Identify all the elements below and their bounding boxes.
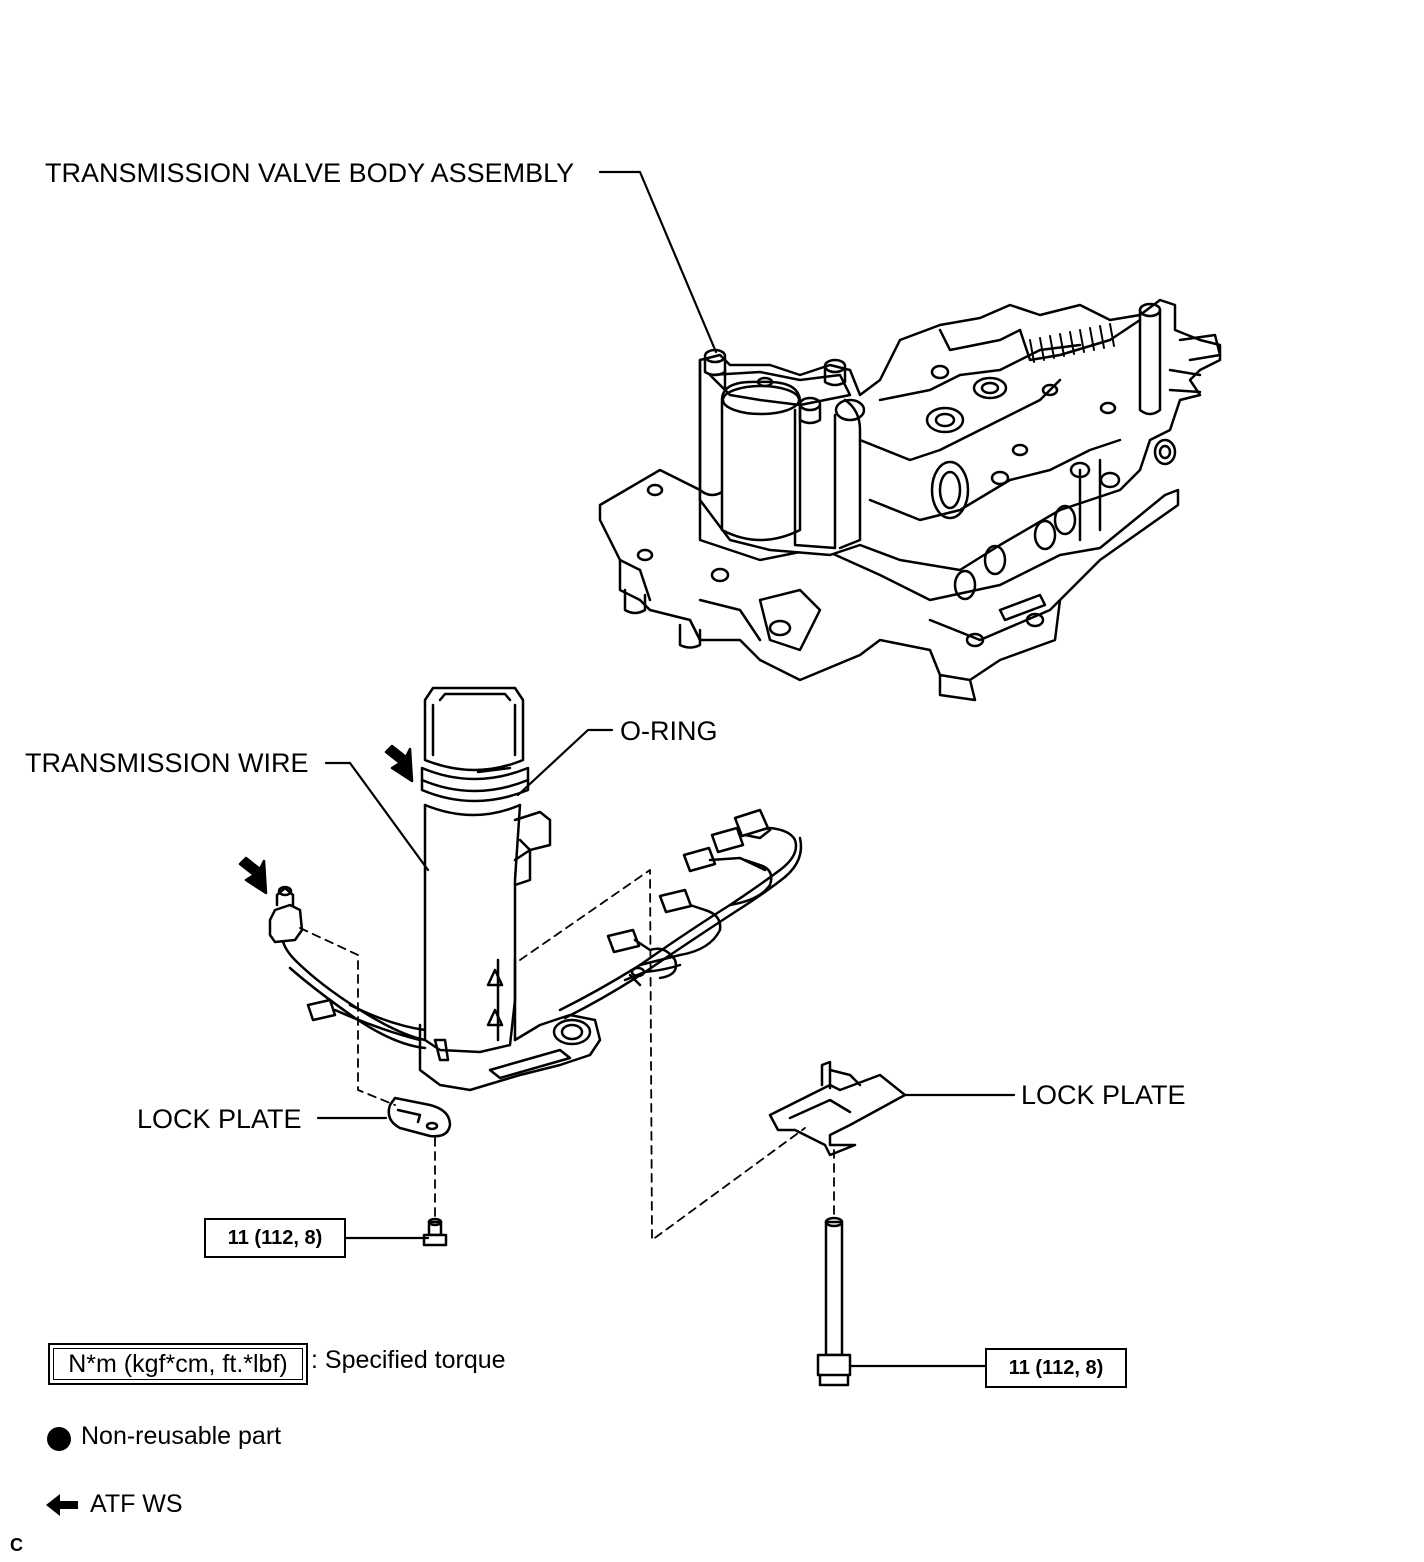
corner-code: C (10, 1535, 23, 1555)
atf-legend-label: ATF WS (90, 1490, 183, 1518)
lock-plate-right-part (768, 1060, 907, 1157)
valve-body-label: TRANSMISSION VALVE BODY ASSEMBLY (45, 158, 575, 188)
torque-unit-legend: N*m (kgf*cm, ft.*lbf) (48, 1343, 308, 1385)
non-reusable-dot-icon (47, 1427, 71, 1451)
atf-arrow-icon (238, 744, 414, 895)
o-ring-label: O-RING (620, 716, 718, 746)
bolt-long (816, 1216, 852, 1387)
torque-desc-label: : Specified torque (311, 1346, 506, 1374)
lock-plate-left-label: LOCK PLATE (137, 1104, 302, 1134)
leader-lines (316, 170, 1016, 1368)
non-reusable-label: Non-reusable part (81, 1422, 282, 1450)
bolt-short (422, 1217, 448, 1247)
valve-body-assembly (598, 298, 1222, 702)
transmission-wire-label: TRANSMISSION WIRE (25, 748, 309, 778)
transmission-wire-part (418, 686, 602, 1092)
lock-plate-left-part (387, 1096, 452, 1138)
atf-legend-arrow-icon (46, 1494, 78, 1516)
dashed-lines (299, 869, 835, 1241)
lock-plate-right-label: LOCK PLATE (1021, 1080, 1186, 1110)
torque-right-box: 11 (112, 8) (985, 1348, 1127, 1388)
torque-left-box: 11 (112, 8) (204, 1218, 346, 1258)
wire-harness (268, 808, 803, 1050)
